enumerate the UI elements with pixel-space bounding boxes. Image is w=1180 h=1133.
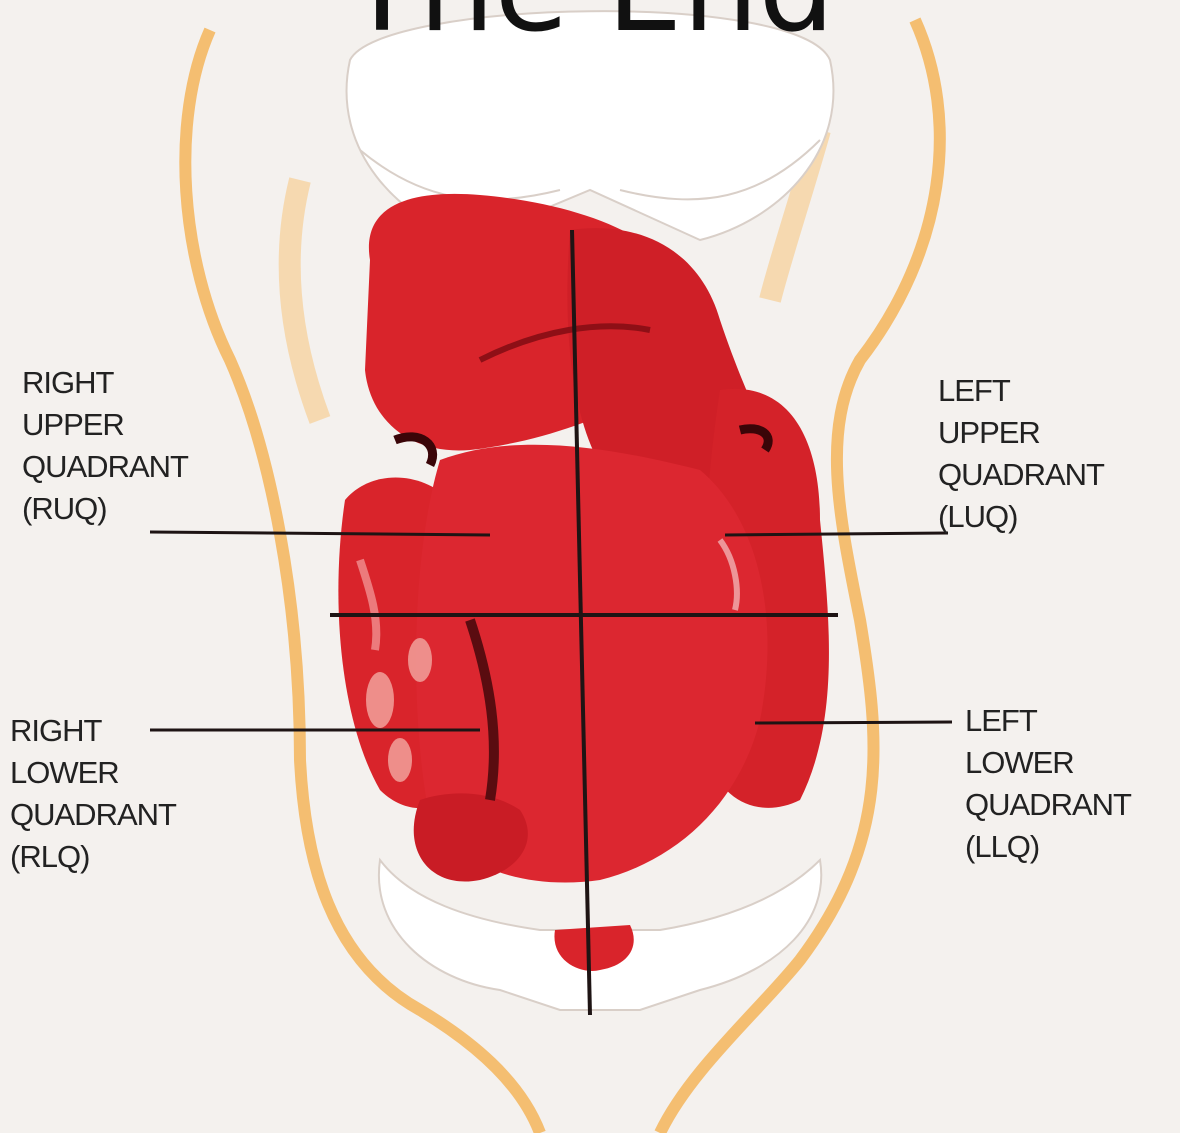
llq-label-line4: (LLQ) [965,826,1131,868]
luq-label-line4: (LUQ) [938,496,1104,538]
organ-shadow-2 [395,437,433,465]
llq-label-line1: LEFT [965,700,1131,742]
rlq-label-line4: (RLQ) [10,836,176,878]
luq-leader-line [725,533,948,535]
luq-label-line3: QUADRANT [938,454,1104,496]
llq-leader-line [755,722,952,723]
colon-highlight-3 [388,738,412,782]
slide-title: The End [0,0,1180,50]
colon-highlight-2 [408,638,432,682]
ruq-label-line2: UPPER [22,404,188,446]
luq-label: LEFT UPPER QUADRANT (LUQ) [938,370,1104,538]
rlq-label-line2: LOWER [10,752,176,794]
colon-highlight-1 [366,672,394,728]
ruq-label-line3: QUADRANT [22,446,188,488]
ruq-label-line4: (RUQ) [22,488,188,530]
torso-shade-left [290,180,320,420]
ruq-label: RIGHT UPPER QUADRANT (RUQ) [22,362,188,530]
luq-label-line1: LEFT [938,370,1104,412]
luq-label-line2: UPPER [938,412,1104,454]
rlq-label-line3: QUADRANT [10,794,176,836]
llq-label: LEFT LOWER QUADRANT (LLQ) [965,700,1131,868]
rlq-label: RIGHT LOWER QUADRANT (RLQ) [10,710,176,878]
rlq-label-line1: RIGHT [10,710,176,752]
ruq-label-line1: RIGHT [22,362,188,404]
llq-label-line3: QUADRANT [965,784,1131,826]
llq-label-line2: LOWER [965,742,1131,784]
